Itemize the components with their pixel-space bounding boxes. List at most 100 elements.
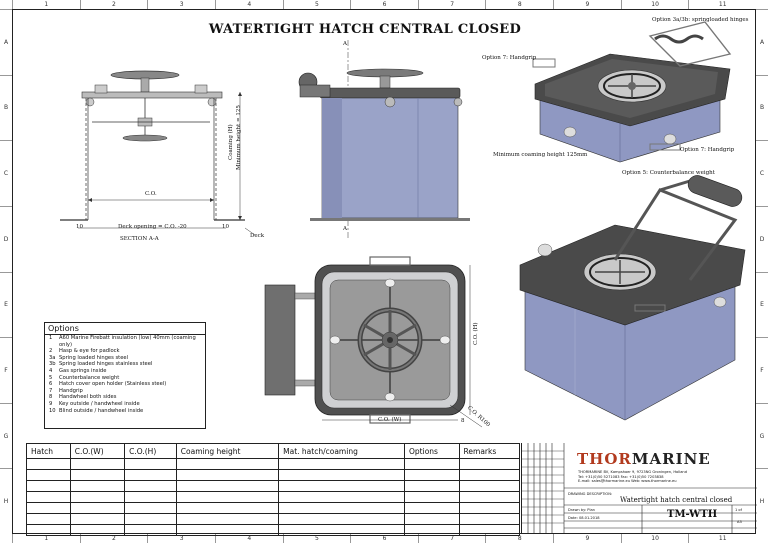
top-view [264,256,483,428]
zone-marker: F [756,337,768,403]
zone-marker: A [756,9,768,75]
zone-marker: B [756,74,768,141]
zone-marker: G [0,402,12,469]
callout-handgrip-top: Option 7: Handgrip [482,55,537,61]
option-text: A60 Marine Firebatt insulation (low) 40m… [59,335,196,348]
zone-marker: A [0,9,12,75]
drawn-by: Drawn by: Plan [568,508,595,512]
zone-marker: C [756,140,768,206]
title-block [521,443,757,534]
zone-marker: 3 [147,534,215,543]
option-text: Key outside / handwheel inside [59,400,140,407]
drawing-title: WATERTIGHT HATCH CENTRAL CLOSED [208,22,522,37]
zone-marker: H [756,468,768,534]
section-view [60,70,256,236]
zone-marker: 2 [79,534,148,543]
callout-min-coaming: Minimum coaming height 125mm [493,152,588,158]
zone-marker: 5 [282,534,351,543]
option-number: 3b [49,361,56,368]
drawing-description-label: DRAWING DESCRIPTION: [568,492,613,496]
table-header: Coaming height [175,443,280,459]
deck-opening-label: Deck opening = C.O. -20 [118,224,187,230]
option-text: Handgrip [59,387,83,394]
dim-10-left: 10 [76,224,83,230]
section-a-top: A [343,41,347,47]
sheet-number: 1 of [735,508,742,512]
option-number: 6 [49,381,53,388]
co-label: C.O. [145,191,157,197]
table-header: Remarks [458,443,521,459]
option-number: 4 [49,367,53,374]
sheet-size: A3 [737,520,742,524]
zone-marker: 9 [553,534,621,543]
option-number: 3a [49,354,56,361]
option-text: Hasp & eye for padlock [59,348,120,355]
zone-marker: 3 [147,0,215,9]
option-text: Gas springs inside [59,367,107,374]
dim-10-right: 10 [222,224,229,230]
zone-marker: F [0,337,12,403]
zone-marker: E [756,271,768,338]
table-header: Mat. hatch/coaming [278,443,406,459]
zone-marker: 2 [79,0,148,9]
min-height-vertical-label: Minimum height = 125 [236,105,242,170]
option-item: 7 Handgrip [45,388,205,395]
zone-marker: 5 [282,0,351,9]
zone-marker: 6 [350,534,418,543]
zone-marker: 11 [688,0,756,9]
company-logo: THORMARINE [577,450,711,468]
callout-springloaded: Option 3a/3b: springloaded hinges [652,17,749,23]
option-item: 4 Gas springs inside [45,368,205,375]
company-address: THORMARINE BV, Kampshoer 9, 9723NG Groni… [578,470,687,484]
top-view-dim-8: 8 [461,418,465,424]
option-item: 8 Handwheel both sides [45,394,205,401]
zone-marker: H [0,468,12,534]
option-item: 9 Key outside / handwheel inside [45,401,205,408]
option-text: Hatch cover open holder (Stainless steel… [59,381,167,388]
drawing-description: Watertight hatch central closed [620,496,733,504]
zone-marker: 6 [350,0,418,9]
options-header: Options [45,323,205,335]
option-number: 1 [49,335,53,341]
section-a-bottom: A [343,226,347,232]
zone-marker: B [0,74,12,141]
perspective-view-closed [532,21,732,163]
deck-label: Deck [250,233,265,239]
drawing-code: TM-WTH [667,509,718,520]
option-text: Handwheel both sides [59,394,117,401]
option-number: 8 [49,394,53,401]
options-list: Options 1 A60 Marine Firebatt insulation … [44,322,206,429]
option-text: Spring loaded hinges stainless steel [59,361,153,368]
top-view-co-h: C.O. (H) [473,322,479,345]
drawing-date: Date: 08.01.2018 [568,516,600,520]
callout-counterbalance: Option 5: Counterbalance weight [622,170,715,176]
table-header: Hatch [26,443,71,459]
coaming-vertical-label: Coaming (H) [228,124,234,160]
zone-marker: 8 [485,0,553,9]
option-number: 5 [49,374,53,381]
section-name: SECTION A-A [120,236,159,242]
option-number: 7 [49,387,53,394]
option-number: 9 [49,400,53,407]
option-text: Spring loaded hinges steel [59,354,129,361]
callout-handgrip-right: Option 7: Handgrip [680,147,735,153]
option-number: 10 [49,407,56,414]
zone-marker: 1 [12,534,80,543]
top-view-co-w: C.O. (W) [378,417,402,423]
perspective-view-counterbalance [519,175,746,421]
option-text: Blind outside / handwheel inside [59,407,144,414]
zone-marker: 7 [417,0,486,9]
zone-marker: C [0,140,12,206]
option-item: 6 Hatch cover open holder (Stainless stee… [45,381,205,388]
zone-marker: 10 [620,0,689,9]
zone-marker: 11 [688,534,756,543]
side-view [298,40,470,240]
